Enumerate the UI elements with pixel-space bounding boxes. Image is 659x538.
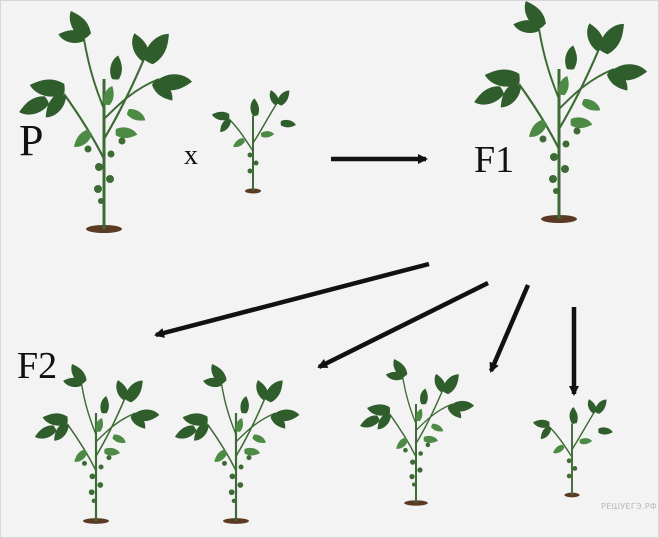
f2-arrow-1 (156, 264, 429, 335)
watermark: РЕШУЕГЭ.РФ (601, 502, 657, 511)
f2-dwarf-plant-icon (532, 398, 613, 498)
parent-dwarf-plant-icon (211, 88, 297, 193)
f2-tall-plant-3-icon (359, 356, 475, 505)
f2-generation-label: F2 (17, 347, 57, 385)
f2-tall-plant-2-icon (173, 361, 300, 524)
parent-generation-label: P (19, 119, 43, 163)
f1-generation-label: F1 (474, 141, 514, 179)
cross-symbol: x (184, 142, 198, 170)
f2-arrow-2 (319, 283, 488, 367)
f1-tall-plant-icon (472, 1, 648, 223)
f2-arrow-3 (491, 285, 528, 371)
